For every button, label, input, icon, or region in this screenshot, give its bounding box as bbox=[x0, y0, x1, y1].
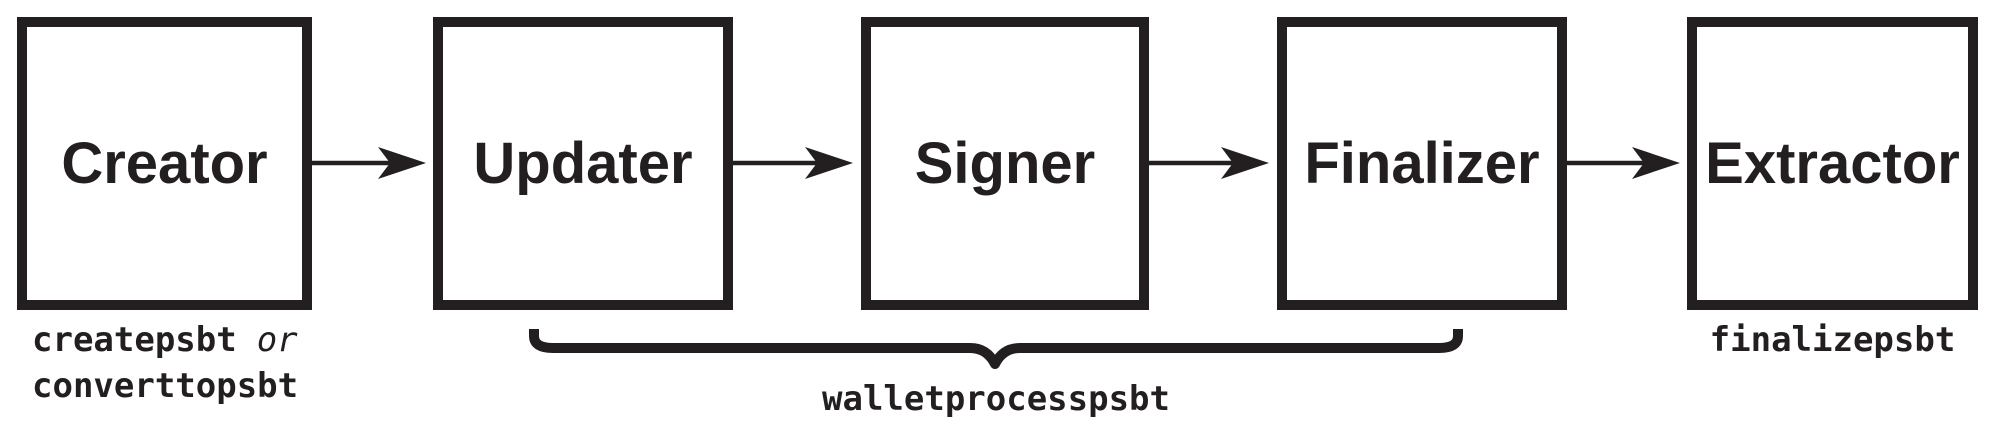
caption-creator-line1: createpsbt or bbox=[32, 317, 298, 363]
node-creator: Creator bbox=[17, 17, 312, 310]
node-creator-label: Creator bbox=[61, 130, 268, 196]
arrow-creator-to-updater bbox=[307, 147, 426, 179]
node-finalizer-label: Finalizer bbox=[1304, 130, 1540, 196]
node-finalizer: Finalizer bbox=[1277, 17, 1567, 310]
caption-creator-line2: converttopsbt bbox=[32, 363, 298, 409]
caption-creator-commands: createpsbt or converttopsbt bbox=[32, 317, 298, 409]
node-updater-label: Updater bbox=[473, 130, 693, 196]
node-extractor: Extractor bbox=[1687, 17, 1978, 310]
node-updater: Updater bbox=[433, 17, 733, 310]
converttopsbt-command: converttopsbt bbox=[32, 366, 299, 406]
caption-walletprocesspsbt: walletprocesspsbt bbox=[822, 379, 1170, 419]
node-signer-label: Signer bbox=[914, 130, 1096, 196]
arrow-updater-to-signer bbox=[728, 147, 853, 179]
node-extractor-label: Extractor bbox=[1705, 130, 1960, 196]
or-conjunction: or bbox=[256, 320, 298, 360]
brace-walletprocesspsbt bbox=[529, 329, 1463, 369]
node-signer: Signer bbox=[861, 17, 1149, 310]
createpsbt-command: createpsbt bbox=[32, 320, 237, 360]
caption-finalizepsbt: finalizepsbt bbox=[1709, 320, 1956, 360]
arrow-finalizer-to-extractor bbox=[1562, 147, 1680, 179]
arrow-signer-to-finalizer bbox=[1144, 147, 1269, 179]
